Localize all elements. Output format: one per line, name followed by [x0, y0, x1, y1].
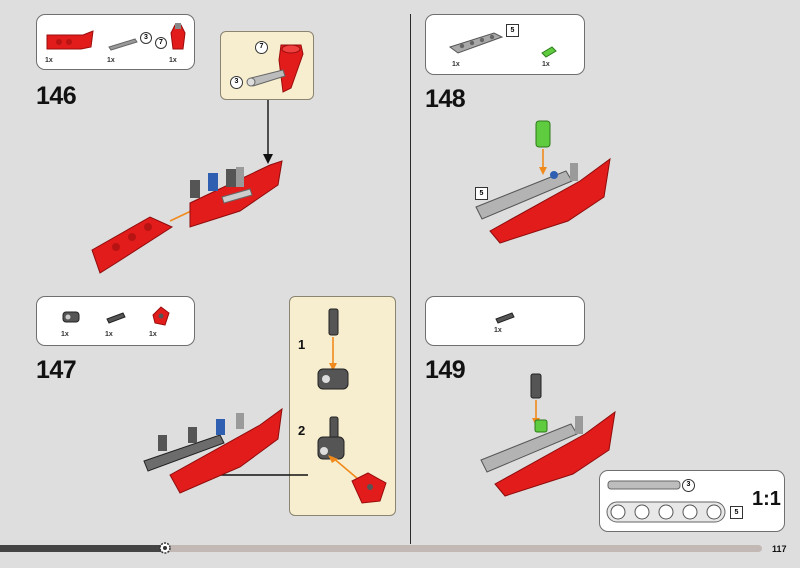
- axle-with-red-part-icon: [246, 44, 304, 93]
- qty-label: 1x: [107, 57, 115, 64]
- substep-number: 2: [298, 423, 306, 438]
- axle-7-length-badge: [155, 37, 167, 49]
- dark-pin-icon: [106, 312, 126, 324]
- callout-badge-7: [255, 41, 268, 54]
- qty-label: 1x: [494, 327, 502, 334]
- axle-3-length-badge: [140, 32, 152, 44]
- beam-length-label: 5: [506, 24, 519, 37]
- model-beam-label: 5: [475, 187, 488, 200]
- green-pin-icon: [541, 46, 557, 58]
- step-number-146: 146: [36, 82, 77, 110]
- red-panel-icon: [46, 30, 94, 50]
- qty-label: 1x: [452, 61, 460, 68]
- scale-reference-box: 3 5: [599, 470, 785, 532]
- dark-pin-icon: [495, 312, 515, 324]
- callout-label: 3: [234, 78, 239, 85]
- step-number-148: 148: [425, 85, 466, 113]
- beam-5-scale-icon: [606, 501, 726, 523]
- substep-box-147: 1 2: [289, 296, 396, 516]
- progress-bar-track: [0, 545, 762, 552]
- parts-box-147: 1x 1x 1x: [36, 296, 195, 346]
- callout-label: 7: [259, 43, 264, 50]
- qty-label: 1x: [105, 331, 113, 338]
- page-number: 117: [772, 544, 787, 554]
- dark-connector-icon: [62, 311, 80, 323]
- callout-box-146: 7 3: [220, 31, 314, 100]
- axle-3-scale-icon: [607, 480, 681, 490]
- step-number-147: 147: [36, 356, 77, 384]
- red-crank-icon: [152, 306, 170, 326]
- qty-label: 1x: [169, 57, 177, 64]
- beam-scale-length: 5: [730, 506, 743, 519]
- step-number-149: 149: [425, 356, 466, 384]
- parts-box-146: 3 7 1x 1x 1x: [36, 14, 195, 70]
- model-147: [143, 407, 283, 494]
- parts-box-148: 5 1x 1x: [425, 14, 585, 75]
- page-divider: [410, 14, 411, 544]
- progress-gear-icon: [159, 542, 171, 554]
- model-148: [475, 120, 611, 244]
- substep-number: 1: [298, 337, 306, 352]
- axle-scale-length: 3: [686, 481, 691, 488]
- substep-2-illustration: [317, 416, 387, 504]
- substep-1-illustration: [317, 308, 349, 390]
- qty-label: 1x: [149, 331, 157, 338]
- model-149: [480, 373, 616, 497]
- qty-label: 1x: [542, 61, 550, 68]
- axle-7-length: 7: [159, 39, 163, 46]
- assembly-arrow: [263, 100, 273, 164]
- axle-7-red-icon: [170, 23, 186, 50]
- model-146: [91, 160, 283, 274]
- scale-label: 1:1: [752, 488, 781, 510]
- qty-label: 1x: [61, 331, 69, 338]
- progress-bar-fill: [0, 545, 165, 552]
- callout-badge-3: [230, 76, 243, 89]
- axle-scale-badge: [682, 479, 695, 492]
- axle-3-length: 3: [144, 34, 148, 41]
- gray-beam-5-icon: [448, 32, 504, 54]
- qty-label: 1x: [45, 57, 53, 64]
- parts-box-149: 1x: [425, 296, 585, 346]
- axle-3-icon: [108, 38, 138, 51]
